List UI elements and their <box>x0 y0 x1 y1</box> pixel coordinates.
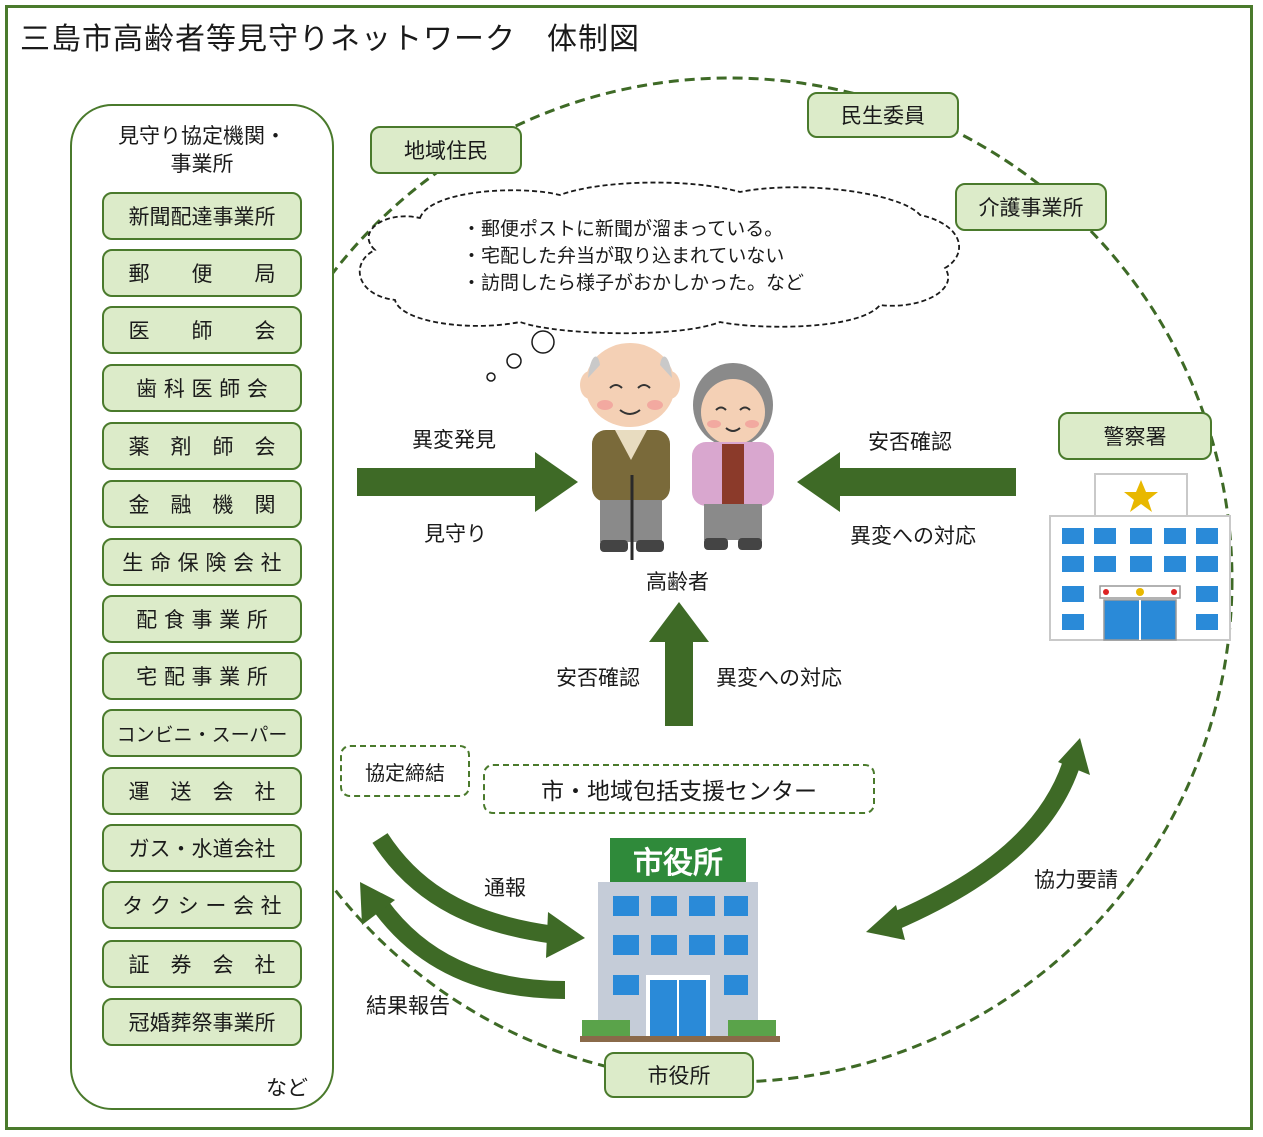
panel-title: 見守り協定機関・ 事業所 <box>70 122 334 178</box>
agreement-organizations-panel <box>70 104 334 1110</box>
label-discovery: 異変発見 <box>412 428 496 452</box>
thought-line: ・郵便ポストに新聞が溜まっている。 <box>462 218 784 240</box>
org-item: 宅 配 事 業 所 <box>102 652 302 700</box>
thought-line: ・宅配した弁当が取り込まれていない <box>462 245 785 267</box>
org-item: ガス・水道会社 <box>102 824 302 872</box>
node-welfare-commissioner: 民生委員 <box>807 92 959 138</box>
org-item: 証 券 会 社 <box>102 940 302 988</box>
node-care-office: 介護事業所 <box>955 183 1107 231</box>
arrow-discovery <box>357 452 578 512</box>
org-item: 運 送 会 社 <box>102 767 302 815</box>
arrow-up <box>649 602 709 726</box>
label-safety-check-bottom: 安否確認 <box>556 666 640 690</box>
thought-bubble-text: ・郵便ポストに新聞が溜まっている。 ・宅配した弁当が取り込まれていない ・訪問し… <box>462 216 804 297</box>
agreement-box: 協定締結 <box>340 745 470 797</box>
label-result: 結果報告 <box>366 994 450 1018</box>
thought-line: ・訪問したら様子がおかしかった。など <box>462 272 805 294</box>
org-item: 歯 科 医 師 会 <box>102 364 302 412</box>
org-item: 新聞配達事業所 <box>102 192 302 240</box>
org-item: 冠婚葬祭事業所 <box>102 998 302 1046</box>
panel-title-line1: 見守り協定機関・ <box>118 124 286 148</box>
arrow-safety-check <box>797 452 1016 512</box>
panel-footer: など <box>266 1076 308 1100</box>
node-city-hall: 市役所 <box>604 1052 754 1098</box>
arrow-report <box>372 833 585 958</box>
diagram-frame <box>5 5 1253 1130</box>
label-watching: 見守り <box>424 522 487 546</box>
org-item: 医 師 会 <box>102 306 302 354</box>
label-response-bottom: 異変への対応 <box>716 666 842 690</box>
arrow-cooperation <box>866 738 1090 940</box>
arrow-result <box>360 882 566 999</box>
elderly-label: 高齢者 <box>646 570 709 594</box>
org-item: 金 融 機 関 <box>102 480 302 528</box>
node-police: 警察署 <box>1058 412 1212 460</box>
panel-title-line2: 事業所 <box>170 152 234 176</box>
diagram-title: 三島市高齢者等見守りネットワーク 体制図 <box>20 22 640 57</box>
support-center-box: 市・地域包括支援センター <box>483 764 875 814</box>
label-report: 通報 <box>484 876 526 900</box>
org-item: 配 食 事 業 所 <box>102 595 302 643</box>
org-item: 郵 便 局 <box>102 249 302 297</box>
thought-bubble <box>358 181 960 382</box>
label-safety-check-right: 安否確認 <box>868 430 952 454</box>
org-item: コンビニ・スーパー <box>102 709 302 757</box>
org-item: タ ク シ ー 会 社 <box>102 881 302 929</box>
label-cooperation: 協力要請 <box>1034 868 1118 892</box>
elderly-illustration <box>580 343 774 560</box>
org-item: 生 命 保 険 会 社 <box>102 538 302 586</box>
org-item: 薬 剤 師 会 <box>102 422 302 470</box>
node-residents: 地域住民 <box>370 126 522 174</box>
city-hall-sign: 市役所 <box>633 846 723 881</box>
city-hall-illustration <box>580 838 780 1042</box>
police-station-illustration <box>1049 473 1231 641</box>
label-response-right: 異変への対応 <box>850 524 976 548</box>
